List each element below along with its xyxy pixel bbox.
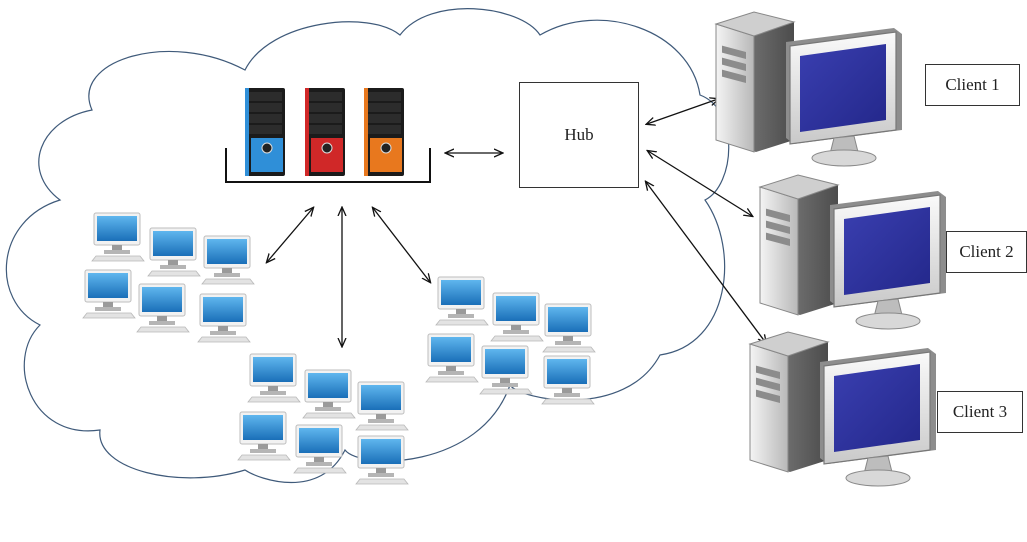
hub-label: Hub: [564, 125, 594, 144]
client1-computer-icon: [715, 11, 903, 167]
client1-label: Client 1: [945, 75, 1000, 94]
server-bracket: [225, 148, 431, 183]
hub-box: Hub: [519, 82, 639, 188]
server-tower-icon: [305, 88, 345, 176]
server-tower-icon: [364, 88, 404, 176]
arrow-server-group-right: [373, 208, 430, 282]
arrow-hub-client3: [646, 182, 766, 343]
client3-label-box: Client 3: [937, 391, 1023, 433]
client1-label-box: Client 1: [925, 64, 1020, 106]
arrow-hub-client1: [647, 99, 718, 124]
client3-computer-icon: [749, 331, 937, 487]
server-tower-icon: [245, 88, 285, 176]
connection-arrows: [267, 99, 766, 346]
client2-label: Client 2: [959, 242, 1014, 261]
client3-label: Client 3: [952, 402, 1008, 421]
server-rack: [225, 88, 431, 183]
client2-label-box: Client 2: [946, 231, 1027, 273]
workstation-icon: [355, 435, 409, 485]
client2-computer-icon: [759, 174, 947, 330]
arrow-server-group-left: [267, 208, 313, 262]
